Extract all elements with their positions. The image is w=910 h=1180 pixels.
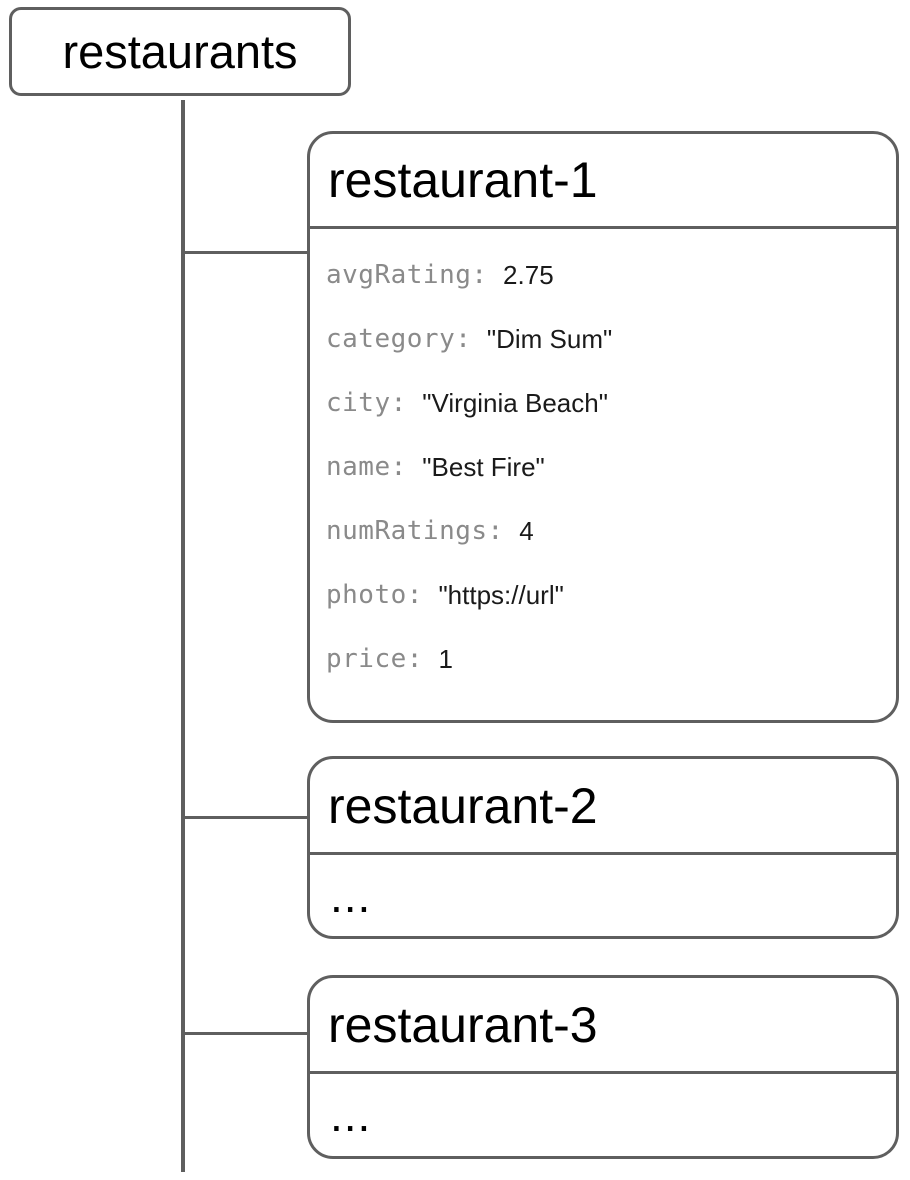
field-colon: :: [390, 452, 407, 482]
field-key: category: [326, 324, 456, 354]
document-card-restaurant-3: restaurant-3 ...: [307, 975, 899, 1159]
field-colon: :: [406, 580, 423, 610]
field-value: 1: [438, 644, 453, 674]
document-header: restaurant-1: [310, 134, 896, 229]
ellipsis-placeholder: ...: [330, 870, 372, 922]
document-id: restaurant-2: [328, 777, 598, 834]
field-row: photo: "https://url": [326, 579, 896, 643]
field-colon: :: [455, 324, 471, 354]
branch-line-restaurant-1: [181, 251, 309, 254]
field-value: "Virginia Beach": [422, 388, 608, 418]
document-header: restaurant-2: [310, 759, 896, 855]
field-value: "Dim Sum": [486, 324, 613, 354]
ellipsis-placeholder: ...: [330, 1089, 372, 1141]
collection-label: restaurants: [62, 25, 298, 78]
document-header: restaurant-3: [310, 978, 896, 1074]
field-key: price: [326, 644, 407, 674]
field-row: numRatings: 4: [326, 515, 896, 579]
field-key: avgRating: [326, 260, 472, 290]
field-row: avgRating: 2.75: [326, 259, 896, 323]
field-value: "Best Fire": [422, 452, 545, 482]
field-row: name: "Best Fire": [326, 451, 896, 515]
field-value: "https://url": [438, 580, 564, 610]
document-id: restaurant-1: [328, 152, 598, 208]
field-colon: :: [406, 644, 423, 674]
field-row: city: "Virginia Beach": [326, 387, 896, 451]
branch-line-restaurant-2: [181, 816, 309, 819]
collection-node: restaurants: [9, 7, 351, 96]
collapsed-fields: ...: [310, 1074, 896, 1156]
field-row: price: 1: [326, 643, 896, 707]
field-key: numRatings: [326, 516, 488, 546]
field-colon: :: [471, 260, 488, 290]
document-fields: avgRating: 2.75 category: "Dim Sum" city…: [310, 229, 896, 707]
field-key: name: [326, 452, 391, 482]
field-colon: :: [390, 388, 407, 418]
branch-line-restaurant-3: [181, 1032, 309, 1035]
document-id: restaurant-3: [328, 996, 598, 1053]
field-value: 2.75: [503, 260, 554, 290]
field-key: photo: [326, 580, 407, 610]
field-value: 4: [519, 516, 534, 546]
field-key: city: [326, 388, 391, 418]
tree-trunk-line: [181, 100, 185, 1172]
field-row: category: "Dim Sum": [326, 323, 896, 387]
document-card-restaurant-1: restaurant-1 avgRating: 2.75 category: "…: [307, 131, 899, 723]
collapsed-fields: ...: [310, 855, 896, 936]
field-colon: :: [487, 516, 504, 546]
document-card-restaurant-2: restaurant-2 ...: [307, 756, 899, 939]
